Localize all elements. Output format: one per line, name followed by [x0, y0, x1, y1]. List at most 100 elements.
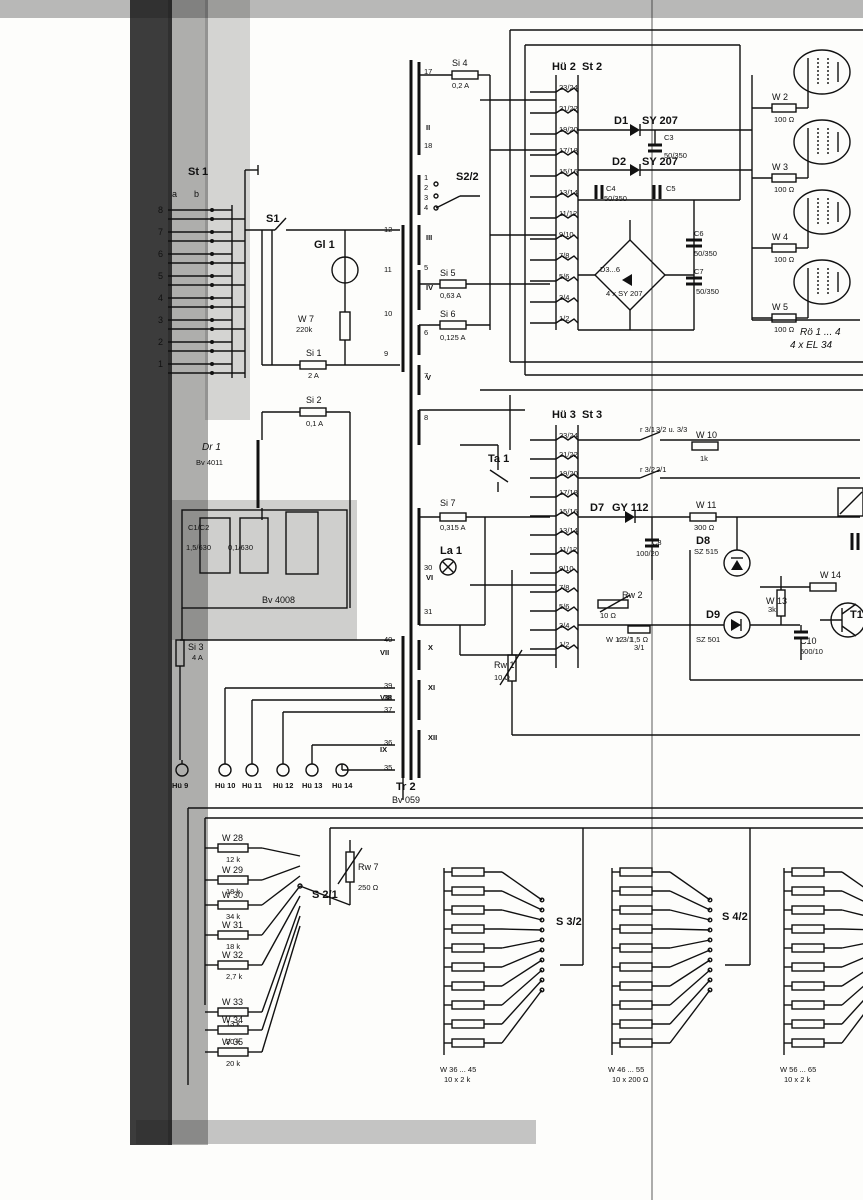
transformer-pin: 2: [424, 183, 428, 192]
svg-text:C8: C8: [652, 538, 662, 547]
ladder-resistor: W 30 34 k: [205, 875, 301, 921]
transistor-t1: T1: [820, 602, 863, 638]
transformer-pin: 36: [384, 738, 392, 747]
grid-resistor-value: 100 Ω: [774, 255, 795, 264]
output-label: Hü 13: [302, 781, 322, 790]
hu3-pin: 15/16: [530, 507, 579, 517]
diode-d1: D1 SY 207: [578, 115, 700, 136]
ladder-resistor-name: W 35: [222, 1037, 243, 1047]
mains-switch-s1: S1: [245, 213, 400, 366]
output-label: Hü 12: [273, 781, 293, 790]
transformer-pin: 37: [384, 705, 392, 714]
pin-number: 1/2: [559, 640, 569, 649]
pin-number: 15/16: [559, 167, 578, 176]
svg-text:Hü 3: Hü 3: [552, 409, 576, 421]
transformer-pin: 35: [384, 763, 392, 772]
pin-number: 15/16: [559, 507, 578, 516]
svg-text:4 x SY 207: 4 x SY 207: [606, 289, 643, 298]
fuse-si7: Si 7 0,315 A: [419, 498, 550, 532]
output-connector: Hü 14: [332, 763, 395, 790]
bank-value: 10 x 2 k: [784, 1075, 811, 1084]
output-connector: Hü 10: [215, 687, 395, 790]
capacitor-c3: C3 50/350: [648, 130, 687, 160]
svg-text:D1: D1: [614, 115, 628, 127]
ladder-resistor-name: W 34: [222, 1015, 243, 1025]
svg-text:100/20: 100/20: [636, 549, 659, 558]
bank-name: W 46 ... 55: [608, 1065, 644, 1074]
svg-text:500/10: 500/10: [800, 647, 823, 656]
capacitor-c8: C8 100/20: [636, 517, 662, 580]
svg-text:10 Ω: 10 Ω: [600, 611, 616, 620]
svg-text:Si 3: Si 3: [188, 642, 204, 652]
ladder-resistor-name: W 30: [222, 890, 243, 900]
transformer-pin: 31: [424, 607, 432, 616]
pin-number: 5/6: [559, 602, 569, 611]
ladder-resistor-value: 12 k: [226, 855, 240, 864]
pin-number: 3/4: [559, 293, 569, 302]
svg-text:1,5 Ω: 1,5 Ω: [630, 635, 649, 644]
ladder-resistor-name: W 33: [222, 997, 243, 1007]
svg-text:St 2: St 2: [582, 61, 602, 73]
hu3-pin: 7/8: [530, 583, 579, 593]
indicator-lamp-la1: La 1: [439, 545, 462, 576]
zener-d9: D9 SZ 501: [578, 609, 800, 644]
winding-label: VIII: [380, 693, 391, 702]
ladder-resistor-value: 34 k: [226, 912, 240, 921]
svg-text:4 A: 4 A: [192, 653, 203, 662]
transformer-pin: 12: [384, 225, 392, 234]
diode-d7: D7 GY 112: [578, 502, 690, 523]
ladder-resistor: W 29 18 k: [205, 865, 301, 896]
fuse-si4: Si 4 0,2 A: [419, 58, 490, 90]
st1-pin-number: 8: [158, 205, 163, 215]
tube-envelope: [793, 119, 851, 165]
potentiometer-rw1: Rw 1 10 Ω: [494, 570, 860, 736]
indicator-lamp-gl1: Gl 1 W 7 220k: [296, 230, 359, 365]
winding-label: II: [426, 123, 430, 132]
winding-label: IX: [380, 745, 387, 754]
tube-envelope: [793, 189, 851, 235]
ladder-resistor-name: W 29: [222, 865, 243, 875]
resistor-w10: W 10 1k: [691, 430, 719, 463]
transformer-pin: 9: [384, 349, 388, 358]
svg-text:Bv 059: Bv 059: [392, 795, 420, 805]
hu3-pin: 3/4: [530, 621, 579, 631]
pin-number: 11/12: [559, 209, 577, 218]
gl1-label: Gl 1: [314, 239, 335, 251]
ladder-resistor-value: 13 k: [226, 1019, 240, 1028]
pin-number: 17/18: [559, 488, 578, 497]
ladder-resistor: W 33 13 k: [205, 905, 301, 1028]
svg-text:W 14: W 14: [820, 570, 841, 580]
fuse-si2: Si 2 0,1 A: [262, 395, 351, 608]
hu2-pin: 13/14: [530, 188, 579, 198]
pin-number: 9/10: [559, 230, 574, 239]
connector-hu2: Hü 2 St 2 23/2421/2219/2017/1815/1613/14…: [530, 61, 602, 330]
hu2-pin: 11/12: [530, 209, 579, 219]
st1-pin-number: 7: [158, 227, 163, 237]
ladder-resistor-value: 18 k: [226, 887, 240, 896]
hu3-pin: 21/22: [530, 450, 579, 460]
svg-text:3/1: 3/1: [634, 643, 644, 652]
transformer-pin: 7: [424, 371, 428, 380]
svg-text:r 3/1: r 3/1: [640, 425, 655, 434]
connector-hu3: Hü 3 St 3 23/2421/2219/2017/1815/1613/14…: [530, 409, 602, 668]
st1-col-b: b: [194, 189, 199, 199]
hu2-pin: 21/22: [530, 104, 579, 114]
transformer-pin: 39: [384, 681, 392, 690]
bank-name: W 36 ... 45: [440, 1065, 476, 1074]
hu2-pin: 23/24: [530, 83, 579, 93]
output-label: Hü 9: [172, 781, 188, 790]
svg-text:Si 1: Si 1: [306, 348, 322, 358]
svg-text:D2: D2: [612, 156, 626, 168]
st1-pin: 8: [158, 205, 245, 221]
svg-text:50/350: 50/350: [694, 249, 717, 258]
w7-value: 220k: [296, 325, 313, 334]
potentiometer-rw2: Rw 2 10 Ω: [597, 590, 643, 620]
fuse-si5: Si 5 0,63 A: [419, 268, 550, 300]
pin-number: 1/2: [559, 314, 569, 323]
grid-resistor-name: W 3: [772, 162, 788, 172]
grid-resistor-name: W 5: [772, 302, 788, 312]
svg-text:0,1/630: 0,1/630: [228, 543, 253, 552]
